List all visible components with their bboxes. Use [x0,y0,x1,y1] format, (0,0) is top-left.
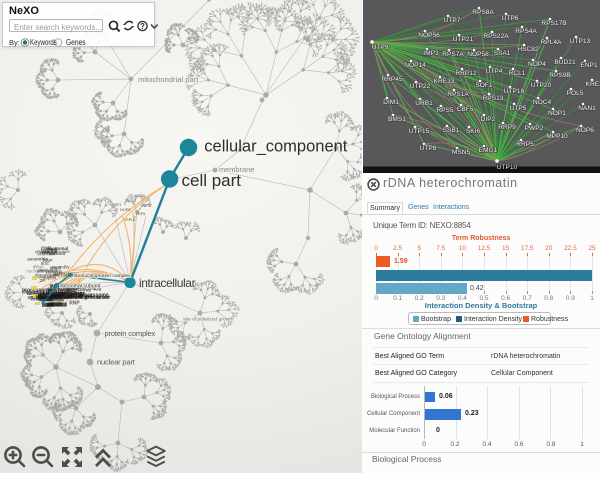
svg-text:nuclear part: nuclear part [97,358,136,367]
svg-text:nucleolar: nucleolar [26,268,45,273]
svg-text:DIP2: DIP2 [481,116,496,123]
svg-text:UTP21: UTP21 [453,36,474,43]
svg-text:EMG1: EMG1 [479,147,498,154]
svg-text:RPS17B: RPS17B [541,20,567,27]
svg-text:MSN5: MSN5 [452,149,471,156]
svg-text:NOP1: NOP1 [548,110,566,117]
svg-text:RRP5: RRP5 [516,141,534,148]
svg-text:RPS22A: RPS22A [483,33,509,40]
svg-text:SOF1: SOF1 [475,82,493,89]
svg-text:RCL1: RCL1 [509,70,526,77]
svg-text:protein complex: protein complex [105,329,156,338]
svg-text:UTP20: UTP20 [531,82,552,89]
svg-text:RPS9B: RPS9B [549,72,571,79]
svg-text:DIM1: DIM1 [383,99,399,106]
svg-text:UTP13: UTP13 [570,38,591,45]
svg-text:RPL8: RPL8 [126,218,136,222]
svg-text:CBF5: CBF5 [457,106,474,113]
svg-text:NOP5: NOP5 [120,208,130,212]
svg-text:RPS4A: RPS4A [515,28,537,35]
svg-text:UTP9: UTP9 [372,44,389,51]
svg-text:IMP3: IMP3 [423,50,439,57]
svg-text:intracellular: intracellular [139,276,196,290]
svg-text:KRE2: KRE2 [135,194,145,198]
svg-text:RPS7A: RPS7A [442,51,464,58]
svg-text:KRE31: KRE31 [586,81,600,88]
svg-text:NOP56: NOP56 [418,32,440,39]
svg-text:site of polarized growth: site of polarized growth [183,317,234,323]
svg-text:URB1: URB1 [415,100,433,107]
svg-text:2A: 2A [40,278,45,283]
svg-text:NOP4: NOP4 [528,61,546,68]
svg-text:2DF5: 2DF5 [136,212,145,216]
svg-text:snoRNA: snoRNA [37,251,56,256]
svg-text:RPS13: RPS13 [483,95,504,102]
svg-text:UTP5: UTP5 [510,105,527,112]
svg-text:UTP22: UTP22 [410,83,431,90]
svg-text:cell part: cell part [182,171,242,190]
svg-text:UTP18: UTP18 [504,88,525,95]
svg-text:POL5: POL5 [126,199,136,203]
svg-text:RPS5: RPS5 [436,107,454,114]
svg-text:CBF5: CBF5 [141,204,151,208]
svg-text:ribonucleoprotein complex: ribonucleoprotein complex [74,273,132,279]
svg-text:RNP: RNP [69,301,80,307]
svg-text:HSC82: HSC82 [517,46,539,53]
svg-text:NAN1: NAN1 [578,105,596,112]
svg-text:?: ? [140,22,145,31]
svg-text:ENP1: ENP1 [580,62,598,69]
svg-text:SSF1: SSF1 [112,203,122,207]
svg-text:NOP14: NOP14 [404,62,426,69]
svg-text:UTP10: UTP10 [497,164,518,171]
svg-text:RRP9: RRP9 [498,124,516,131]
svg-text:mitochondrial part: mitochondrial part [138,75,199,84]
svg-text:RRP12: RRP12 [455,70,477,77]
svg-text:cellular_component: cellular_component [204,138,348,156]
svg-text:SKI6: SKI6 [466,128,481,135]
svg-text:UTP15: UTP15 [409,128,430,135]
svg-text:RPS1A: RPS1A [46,270,63,276]
svg-text:ribosomal subunit: ribosomal subunit [60,284,101,290]
svg-text:MPP10: MPP10 [546,133,568,140]
svg-text:NOC4: NOC4 [533,99,552,106]
svg-text:UTP4: UTP4 [486,68,503,75]
svg-text:NOP58: NOP58 [467,51,489,58]
svg-text:small: small [50,266,61,271]
svg-text:KRE33: KRE33 [434,78,455,85]
svg-text:SSA1: SSA1 [494,50,511,57]
svg-text:RPS1A: RPS1A [447,91,469,98]
svg-text:ribosomal subunit precursor: ribosomal subunit precursor [37,295,111,301]
svg-text:BMS1: BMS1 [388,116,406,123]
svg-text:BUD21: BUD21 [554,59,576,66]
svg-text:UTP7: UTP7 [444,17,461,24]
svg-text:RPS8A: RPS8A [472,9,494,16]
svg-text:NOP6: NOP6 [576,127,594,134]
svg-text:RPL4A: RPL4A [541,39,562,46]
svg-text:POL5: POL5 [567,90,584,97]
svg-text:RNP: RNP [43,258,53,263]
svg-text:PWP2: PWP2 [525,125,544,132]
svg-text:RRP45: RRP45 [381,76,403,83]
svg-text:UTP8: UTP8 [420,145,437,152]
svg-text:SSB1: SSB1 [443,127,460,134]
svg-text:UTP6: UTP6 [502,15,519,22]
